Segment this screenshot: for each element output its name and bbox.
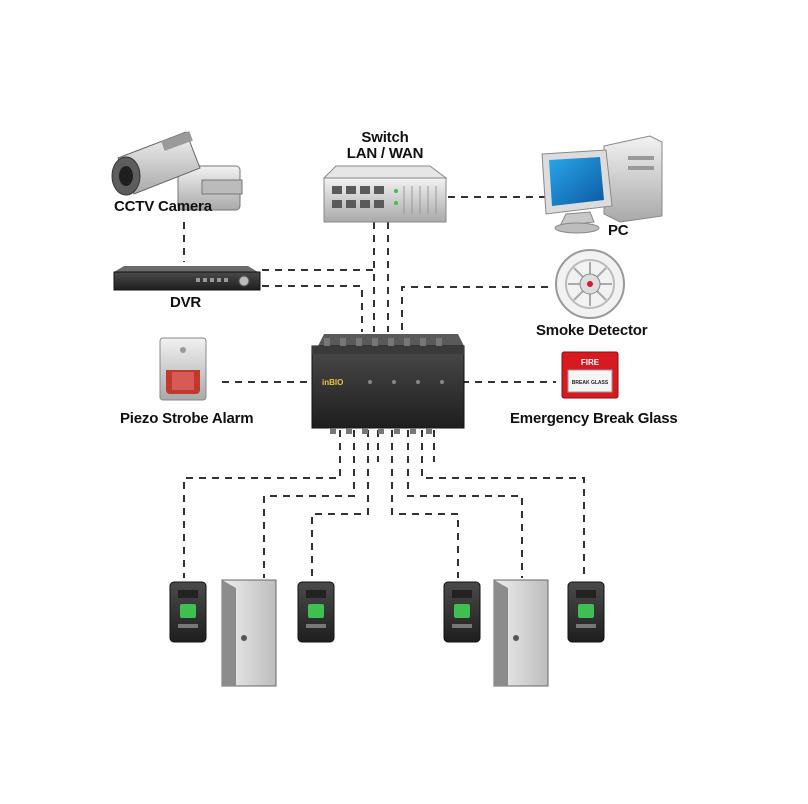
cctv-camera-icon <box>111 131 243 211</box>
wire-reader-4 <box>421 430 585 578</box>
door-icon-1 <box>221 579 277 687</box>
fingerprint-sensor-icon <box>180 604 196 618</box>
wire-reader-1 <box>183 430 341 578</box>
wire-reader-2 <box>311 430 369 578</box>
break-glass-icon: FIRE BREAK GLASS <box>561 351 619 399</box>
smoke-detector-icon <box>555 249 625 319</box>
wire-dvr-b <box>262 285 363 332</box>
strobe-alarm-icon <box>159 337 207 401</box>
network-switch-icon <box>322 165 448 223</box>
access-controller-icon: inBIO <box>311 334 465 434</box>
switch-label: Switch LAN / WAN <box>330 130 440 162</box>
fingerprint-reader-1 <box>169 581 207 643</box>
dvr-recorder-icon <box>113 266 261 291</box>
smoke-detector-label: Smoke Detector <box>536 322 648 339</box>
door-icon-2 <box>493 579 549 687</box>
switch-label-line2: LAN / WAN <box>346 145 424 162</box>
wire-door-2 <box>407 430 523 578</box>
fingerprint-sensor-icon <box>578 604 594 618</box>
pc-label: PC <box>608 222 629 239</box>
wire-smoke-controller <box>401 286 548 332</box>
controller-brand: inBIO <box>322 378 343 387</box>
piezo-alarm-label: Piezo Strobe Alarm <box>120 410 254 427</box>
connection-wires <box>183 196 585 578</box>
fingerprint-reader-3 <box>443 581 481 643</box>
fire-text: FIRE <box>581 358 600 367</box>
desktop-pc-icon <box>541 135 663 234</box>
break-glass-label: Emergency Break Glass <box>510 410 678 427</box>
fingerprint-reader-2 <box>297 581 335 643</box>
wire-door-1 <box>263 430 355 578</box>
switch-label-line1: Switch <box>361 129 409 146</box>
break-glass-plate-text: BREAK GLASS <box>572 380 609 386</box>
fingerprint-sensor-icon <box>308 604 324 618</box>
dvr-label: DVR <box>170 294 202 311</box>
wire-reader-3 <box>391 430 459 578</box>
fingerprint-sensor-icon <box>454 604 470 618</box>
fingerprint-reader-4 <box>567 581 605 643</box>
cctv-label: CCTV Camera <box>114 198 212 215</box>
